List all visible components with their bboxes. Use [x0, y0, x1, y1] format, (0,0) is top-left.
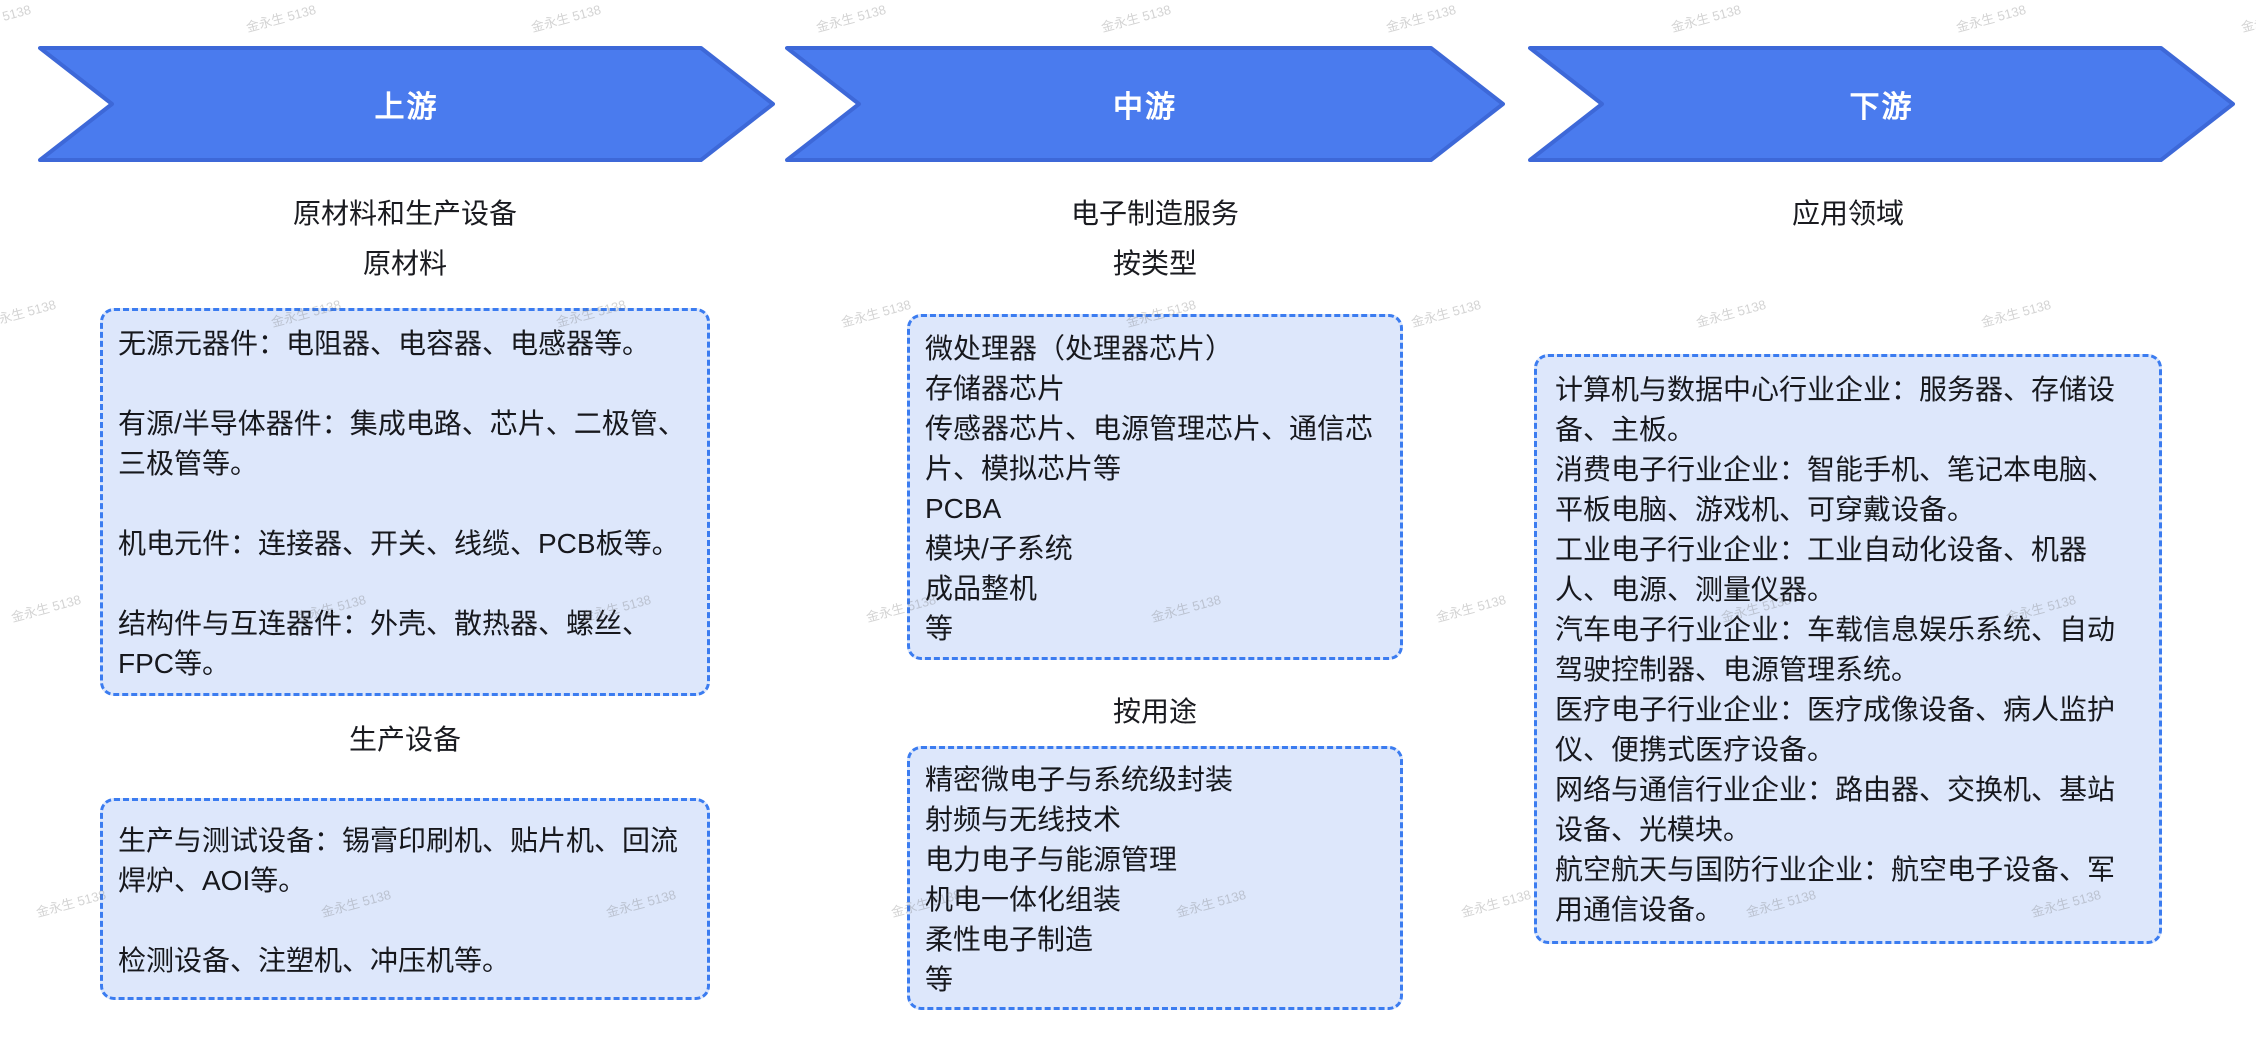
watermark-text: 金永生 5138 — [244, 1, 318, 35]
watermark-text: 金永生 5138 — [0, 1, 33, 35]
downstream-header: 应用领域 — [1791, 198, 1905, 229]
watermark-text: 金永生 5138 — [1954, 1, 2028, 35]
watermark-text: 金永生 5138 — [529, 1, 603, 35]
chevron-shape-icon — [785, 46, 1505, 162]
downstream-arrow: 下游 — [1528, 46, 2235, 162]
watermark-text: 金永生 5138 — [2239, 2, 2256, 35]
downstream-arrow-label: 下游 — [1849, 91, 1914, 124]
watermark-text: 金永生 5138 — [0, 296, 58, 330]
watermark-text: 金永生 5138 — [1434, 591, 1508, 625]
midstream-sublabel-by-type: 按类型 — [1112, 248, 1198, 279]
midstream-by-type-box: 微处理器（处理器芯片） 存储器芯片 传感器芯片、电源管理芯片、通信芯片、模拟芯片… — [907, 314, 1403, 660]
upstream-sublabel-production-equipment: 生产设备 — [348, 724, 462, 755]
midstream-sublabel-by-use: 按用途 — [1112, 696, 1198, 727]
midstream-arrow-label: 中游 — [1113, 91, 1177, 124]
watermark-text: 金永生 5138 — [1979, 296, 2053, 330]
chevron-shape-icon — [1528, 46, 2235, 162]
upstream-arrow-label: 上游 — [374, 91, 439, 124]
watermark-text: 金永生 5138 — [1099, 1, 1173, 35]
watermark-text: 金永生 5138 — [839, 296, 913, 330]
watermark-text: 金永生 5138 — [1669, 1, 1743, 35]
watermark-text: 金永生 5138 — [1694, 296, 1768, 330]
downstream-applications-box: 计算机与数据中心行业企业：服务器、存储设备、主板。 消费电子行业企业：智能手机、… — [1534, 354, 2162, 944]
midstream-by-use-box: 精密微电子与系统级封装 射频与无线技术 电力电子与能源管理 机电一体化组装 柔性… — [907, 746, 1403, 1010]
upstream-production-equipment-box: 生产与测试设备：锡膏印刷机、贴片机、回流焊炉、AOI等。 检测设备、注塑机、冲压… — [100, 798, 710, 1000]
upstream-arrow: 上游 — [38, 46, 775, 162]
watermark-text: 金永生 5138 — [1459, 886, 1533, 920]
midstream-arrow: 中游 — [785, 46, 1505, 162]
watermark-text: 金永生 5138 — [1409, 296, 1483, 330]
upstream-sublabel-raw-materials: 原材料 — [362, 248, 448, 279]
watermark-text: 金永生 5138 — [9, 591, 83, 625]
watermark-text: 金永生 5138 — [1384, 1, 1458, 35]
upstream-raw-materials-box: 无源元器件：电阻器、电容器、电感器等。 有源/半导体器件：集成电路、芯片、二极管… — [100, 308, 710, 696]
watermark-text: 金永生 5138 — [814, 1, 888, 35]
watermark-text: 金永生 5138 — [34, 886, 108, 920]
midstream-header: 电子制造服务 — [1070, 198, 1240, 229]
upstream-header: 原材料和生产设备 — [292, 198, 518, 229]
chevron-shape-icon — [38, 46, 775, 162]
